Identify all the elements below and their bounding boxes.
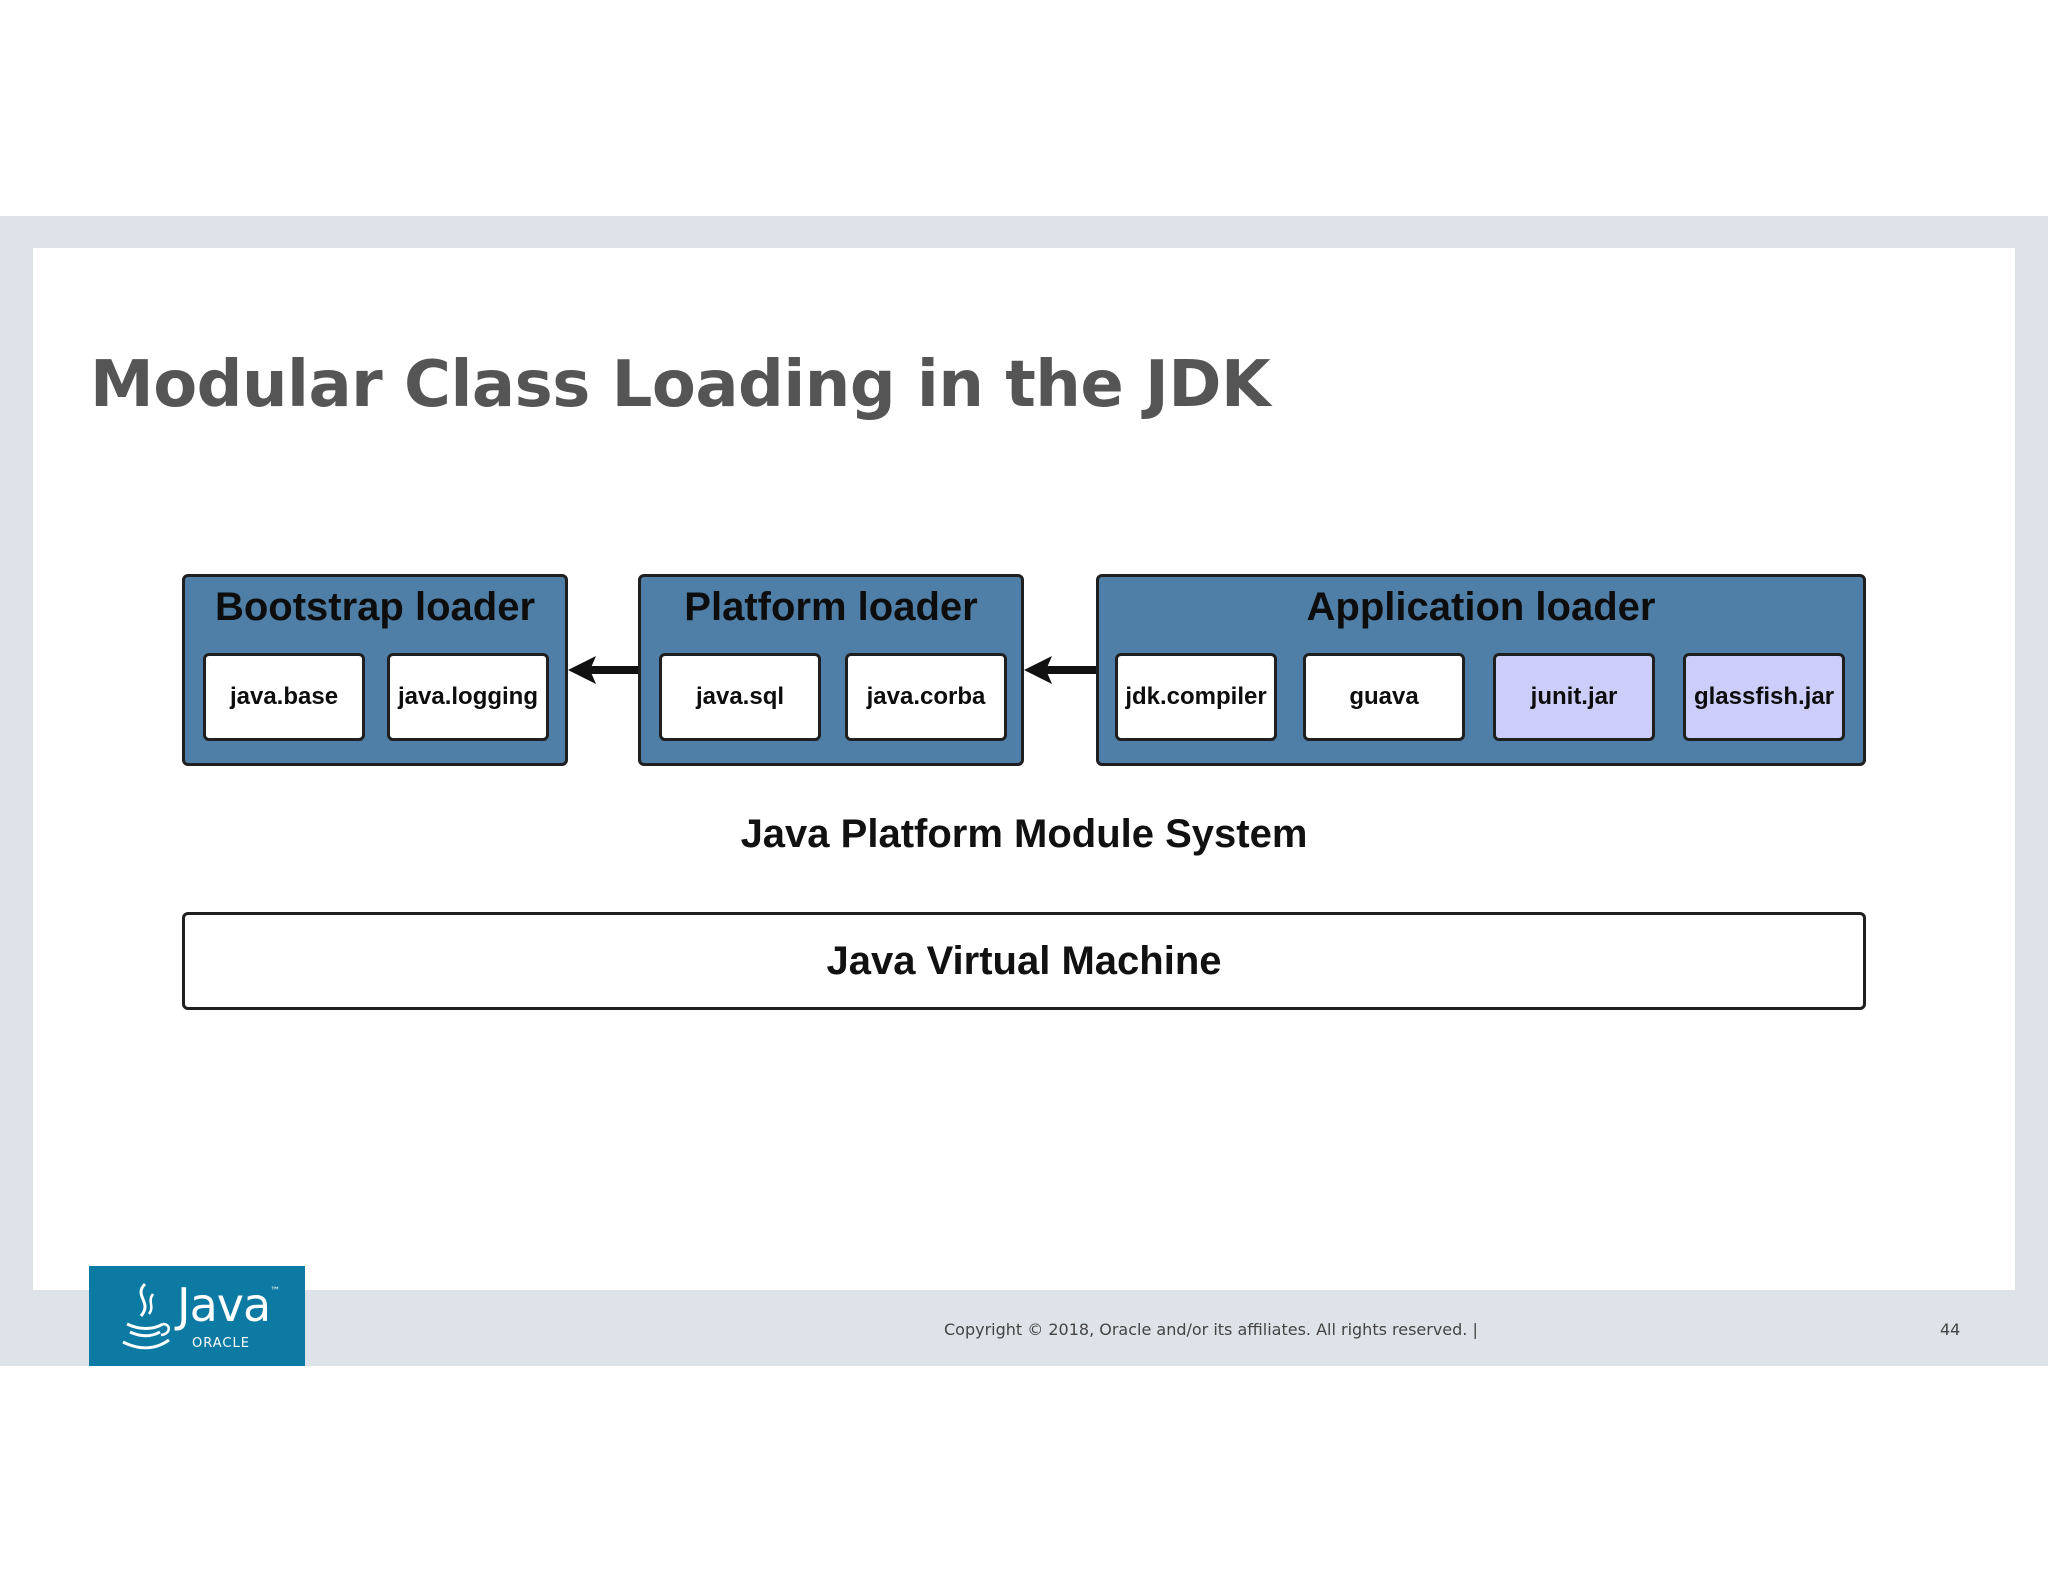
module-guava: guava [1303,653,1465,741]
page-number: 44 [1940,1320,1961,1339]
java-coffee-cup-icon [122,1282,170,1350]
application-loader-title: Application loader [1306,585,1656,629]
platform-loader-box: Platform loader java.sql java.corba [638,574,1024,766]
logo-java-word: Java [177,1278,271,1332]
module-glassfish-jar: glassfish.jar [1683,653,1845,741]
module-java-logging: java.logging [387,653,549,741]
module-java-base: java.base [203,653,365,741]
jvm-box: Java Virtual Machine [182,912,1866,1010]
java-oracle-logo: Java™ ORACLE [89,1266,305,1366]
bootstrap-loader-title: Bootstrap loader [214,585,536,629]
module-jdk-compiler: jdk.compiler [1115,653,1277,741]
application-loader-box: Application loader jdk.compiler guava ju… [1096,574,1866,766]
logo-trademark: ™ [270,1286,280,1297]
platform-loader-title: Platform loader [684,585,978,629]
logo-oracle-word: ORACLE [192,1336,250,1351]
module-java-sql: java.sql [659,653,821,741]
module-junit-jar: junit.jar [1493,653,1655,741]
slide-title: Modular Class Loading in the JDK [90,348,1271,422]
slide-canvas [33,248,2015,1290]
module-system-label: Java Platform Module System [740,812,1308,856]
module-java-corba: java.corba [845,653,1007,741]
bootstrap-loader-box: Bootstrap loader java.base java.logging [182,574,568,766]
copyright-notice: Copyright © 2018, Oracle and/or its affi… [944,1320,1478,1339]
delegation-arrow-platform-to-bootstrap [568,656,640,684]
delegation-arrow-application-to-platform [1024,656,1098,684]
